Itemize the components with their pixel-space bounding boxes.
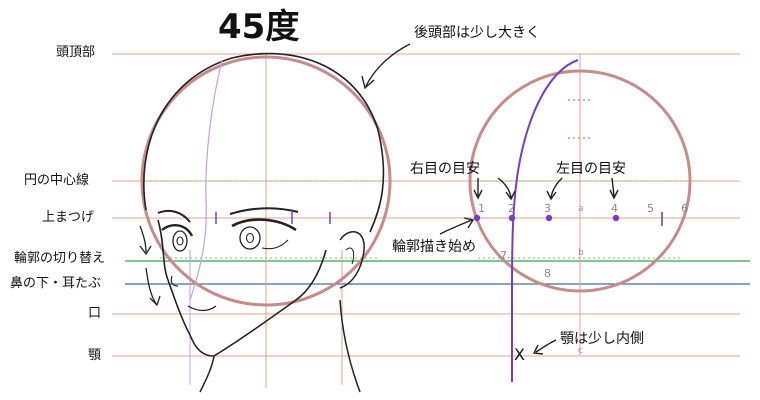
- scale-letter-c: c: [578, 346, 583, 356]
- chin-x-mark: X: [514, 345, 525, 364]
- left-eye-lash: [231, 218, 297, 232]
- annotation-right-eye: 右目の目安: [410, 161, 480, 177]
- label-mouth: 口: [88, 306, 102, 321]
- right-eye-arrow-2-head: [505, 190, 516, 201]
- ear-inner: [345, 247, 355, 265]
- label-upper-lashes: 上まつげ: [42, 210, 95, 225]
- face-contour: [157, 219, 327, 357]
- left-eye-pupil: [245, 232, 255, 244]
- contour-arrow: [139, 225, 147, 253]
- contour-start-arrow: [439, 219, 473, 235]
- scale-number-4: 4: [611, 202, 618, 215]
- scale-number-3: 3: [544, 202, 551, 215]
- purple-profile-curve: [510, 59, 579, 382]
- scale-number-8: 8: [544, 267, 551, 280]
- scale-number-6: 6: [681, 202, 688, 215]
- label-circle-center-line: 円の中心線: [24, 173, 90, 188]
- right-head-figure: [439, 54, 692, 382]
- label-crown: 頭頂部: [56, 45, 96, 60]
- left-eyebrow: [229, 207, 299, 215]
- label-contour-switch: 輪郭の切り替え: [14, 251, 106, 266]
- right-eye-arrow-1-head: [473, 189, 483, 200]
- label-chin: 顎: [88, 348, 102, 363]
- left-eye-arrow-2-head: [609, 189, 619, 200]
- scale-number-7: 7: [500, 249, 507, 262]
- right-eye-iris: [172, 230, 188, 252]
- scale-number-2: 2: [508, 202, 515, 215]
- annotation-left-eye: 左目の目安: [556, 161, 626, 177]
- left-head-figure: [139, 43, 411, 393]
- scale-point-2: [508, 214, 516, 222]
- neck-right-line: [339, 299, 361, 393]
- back-of-head-arrow-head: [361, 75, 375, 90]
- right-eye-pupil: [176, 236, 184, 246]
- chin-inside-arrow: [535, 339, 557, 353]
- left-eye-arrow-1: [550, 177, 563, 199]
- left-eye-iris: [239, 226, 261, 250]
- mouth-line: [187, 305, 217, 312]
- contour-start-arrow-head: [463, 217, 475, 229]
- scale-letter-b: b: [578, 248, 584, 258]
- neck-left-line: [199, 355, 215, 393]
- right-eye-arrow-2: [497, 177, 512, 199]
- scale-number-5: 5: [647, 202, 654, 215]
- skull-outline: [143, 52, 385, 233]
- left-eye-arrow-2: [611, 177, 615, 197]
- left-head-circle: [140, 55, 392, 307]
- scale-letter-a: a: [578, 204, 584, 214]
- annotation-back-of-head: 後頭部は少し大きく: [414, 25, 540, 41]
- ear-outline: [339, 230, 365, 289]
- right-head-circle: [468, 69, 692, 293]
- left-eye-arrow-1-head: [546, 190, 557, 201]
- scale-number-1: 1: [478, 202, 485, 215]
- scale-point-1: [473, 214, 481, 222]
- page-title: 45度: [218, 7, 300, 47]
- jaw-arrow-head: [149, 295, 161, 307]
- back-of-head-arrow: [365, 43, 411, 87]
- annotation-chin-inside: 顎は少し内側: [560, 331, 644, 347]
- right-eye-lash: [161, 224, 194, 237]
- face-centerline: [189, 59, 223, 301]
- scale-point-3: [545, 214, 553, 222]
- scale-point-4: [612, 214, 620, 222]
- contour-arrow-head: [139, 245, 152, 256]
- jaw-arrow: [145, 267, 157, 305]
- chin-inside-arrow-head: [532, 344, 544, 355]
- nose-line: [170, 275, 179, 287]
- right-eyebrow: [157, 209, 191, 223]
- left-eye-lower-lid: [261, 239, 289, 250]
- label-nose-bottom-earlobe: 鼻の下・耳たぶ: [10, 276, 102, 291]
- annotation-contour-start: 輪郭描き始め: [392, 239, 476, 255]
